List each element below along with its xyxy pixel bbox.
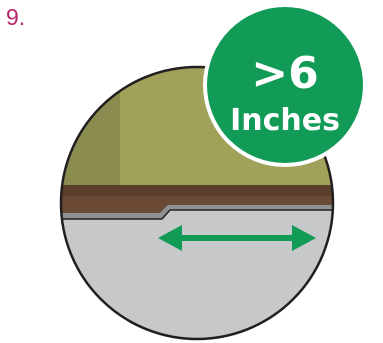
baseboard-top [61,185,333,196]
baseboard-front [61,196,333,213]
step-number: 9. [6,4,26,30]
floor-edge [61,205,333,219]
measurement-badge: >6 Inches [203,3,367,167]
scene-outline [59,65,335,341]
floor [61,200,333,339]
badge-value: >6 [251,48,319,99]
badge-unit: Inches [230,103,340,138]
double-headed-arrow-icon [158,225,316,251]
